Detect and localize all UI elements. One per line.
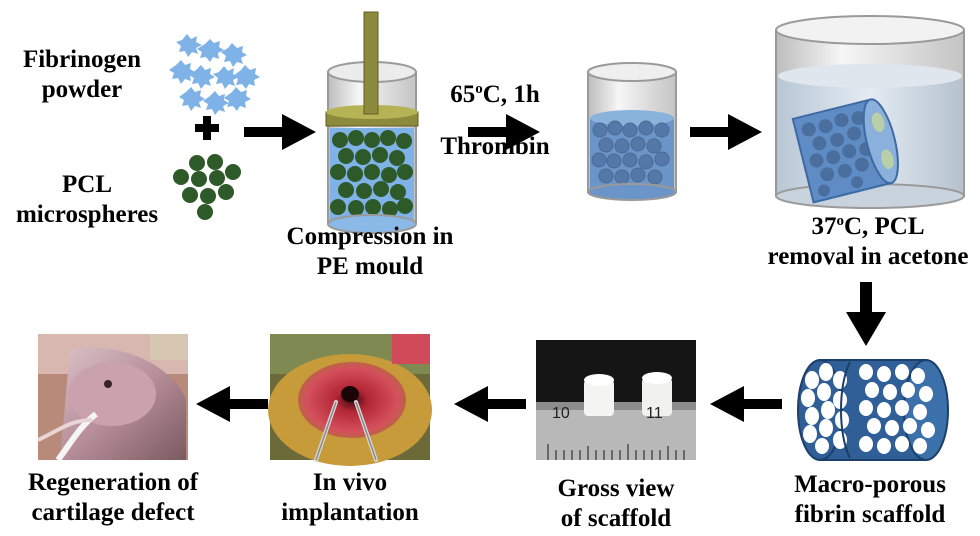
fibrin-gel-beaker-icon bbox=[587, 62, 677, 201]
removal-rest: C, PCL bbox=[843, 213, 925, 240]
arrow-left-icon bbox=[454, 386, 526, 422]
ruler-mark-10: 10 bbox=[552, 405, 570, 422]
fibrinogen-label-line1: Fibrinogen bbox=[22, 46, 142, 73]
compression-label: Compression in PE mould bbox=[255, 222, 485, 282]
fibrinogen-label: Fibrinogen powder bbox=[2, 45, 162, 105]
condition-rest: C, 1h bbox=[482, 81, 540, 108]
macroporous-label-line1: Macro-porous bbox=[794, 471, 946, 498]
compression-label-line2: PE mould bbox=[316, 253, 424, 280]
regeneration-label-line2: cartilage defect bbox=[31, 499, 195, 526]
in-vivo-label-line1: In vivo bbox=[312, 469, 388, 496]
acetone-beaker-icon bbox=[775, 15, 965, 209]
arrow-down-icon bbox=[846, 282, 886, 346]
removal-temp: 37 bbox=[811, 213, 837, 240]
condition-label-line2: Thrombin bbox=[440, 133, 550, 160]
regeneration-photo bbox=[37, 334, 188, 462]
macroporous-scaffold-icon bbox=[797, 359, 949, 461]
condition-temp: 65 bbox=[450, 81, 476, 108]
arrow-right-icon bbox=[690, 114, 762, 150]
pe-mould-icon bbox=[325, 11, 419, 234]
removal-degree: o bbox=[836, 213, 844, 229]
pcl-microspheres-icon bbox=[173, 154, 241, 220]
pcl-label-line1: PCL bbox=[62, 171, 112, 198]
pcl-label-line2: microspheres bbox=[15, 201, 159, 228]
pcl-label: PCL microspheres bbox=[2, 170, 172, 230]
gross-view-photo bbox=[536, 340, 696, 460]
ruler-mark-11: 11 bbox=[646, 405, 663, 422]
removal-label-line1: 37oC, PCL bbox=[756, 212, 980, 242]
in-vivo-label-line2: implantation bbox=[281, 499, 419, 526]
gross-view-label-line2: of scaffold bbox=[560, 505, 672, 532]
arrow-left-icon bbox=[710, 386, 782, 422]
fibrinogen-label-line2: powder bbox=[41, 76, 123, 103]
compression-label-line1: Compression in bbox=[286, 223, 454, 250]
removal-label-line2: removal in acetone bbox=[767, 243, 969, 270]
macroporous-label: Macro-porous fibrin scaffold bbox=[770, 470, 970, 530]
in-vivo-label: In vivo implantation bbox=[270, 468, 430, 528]
arrow-left-icon bbox=[196, 386, 268, 422]
condition-degree: o bbox=[475, 81, 483, 97]
macroporous-label-line2: fibrin scaffold bbox=[794, 501, 946, 528]
plus-icon bbox=[195, 116, 219, 140]
condition-label-line1: 65oC, 1h bbox=[425, 80, 565, 110]
condition-label: 65oC, 1h Thrombin bbox=[425, 80, 565, 162]
removal-label: 37oC, PCL removal in acetone bbox=[756, 212, 980, 272]
gross-view-label-line1: Gross view bbox=[557, 475, 675, 502]
arrow-right-icon bbox=[468, 114, 540, 150]
regeneration-label: Regeneration of cartilage defect bbox=[2, 468, 224, 528]
arrow-right-icon bbox=[244, 114, 316, 150]
gross-view-label: Gross view of scaffold bbox=[530, 474, 702, 534]
fibrinogen-powder-icon bbox=[169, 34, 260, 115]
in-vivo-photo bbox=[268, 334, 432, 466]
regeneration-label-line1: Regeneration of bbox=[27, 469, 199, 496]
